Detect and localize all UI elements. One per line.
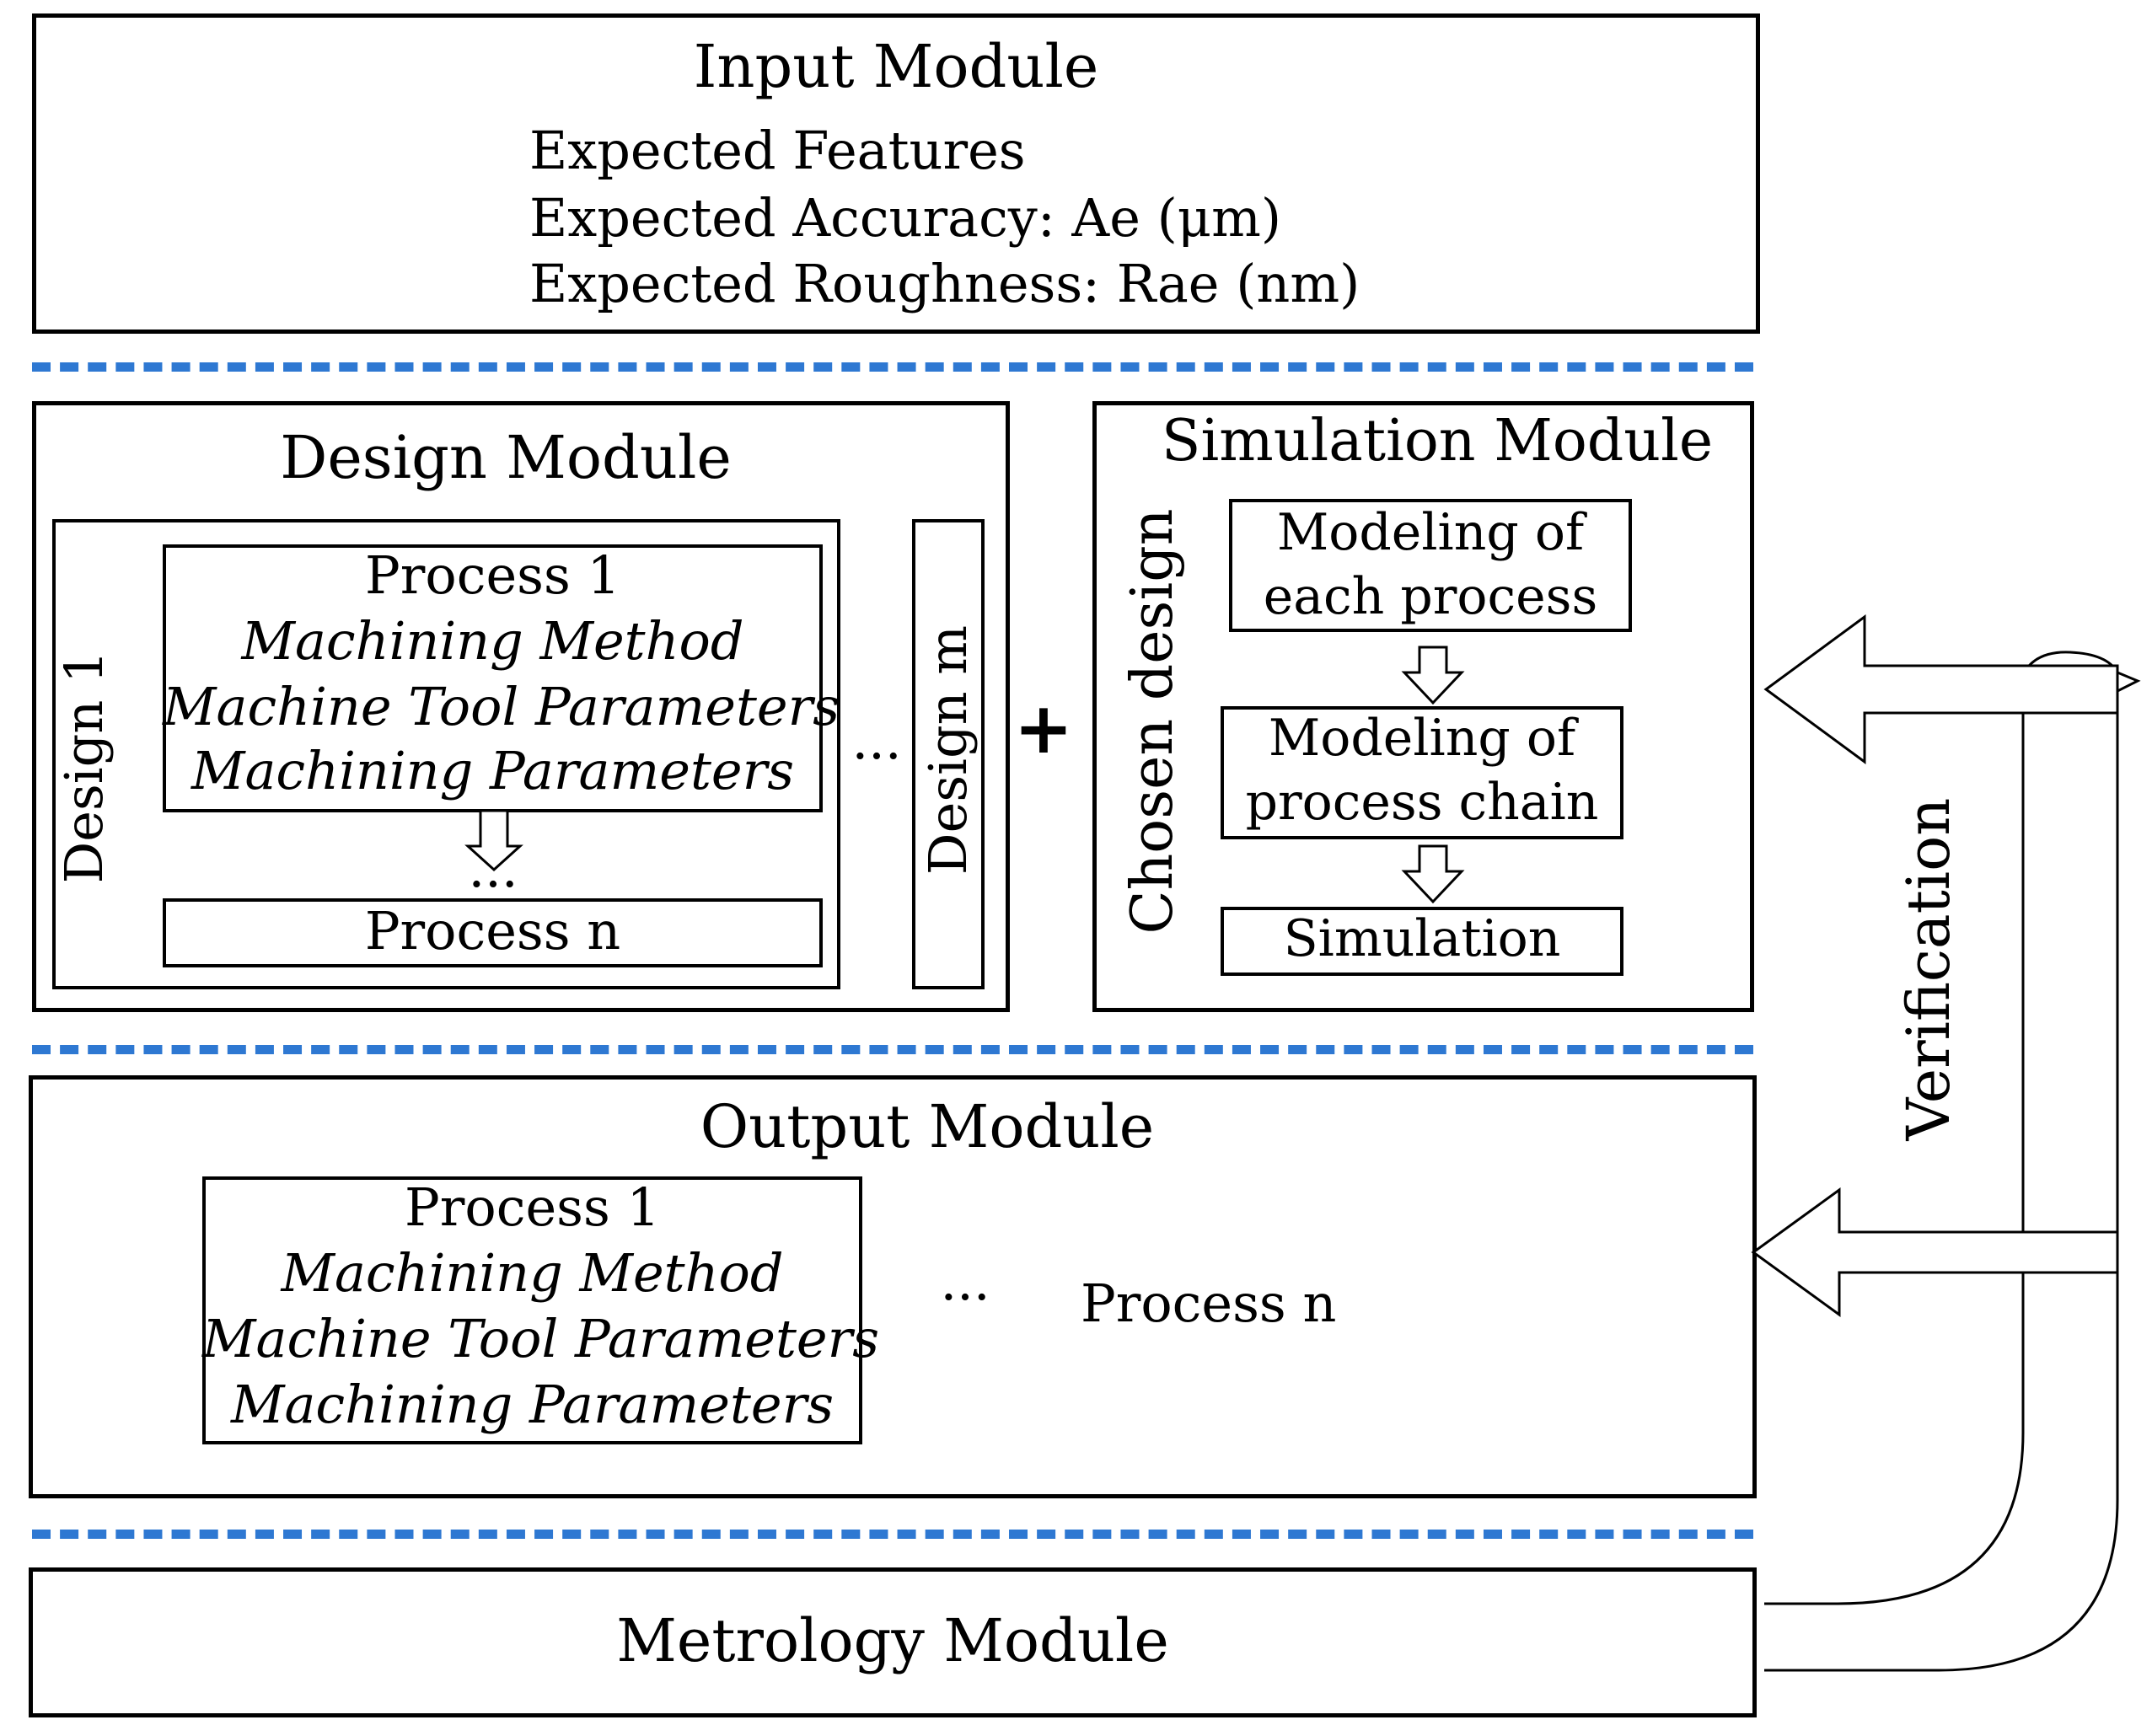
expected-roughness: Expected Roughness: Rae (nm) [529,253,1360,314]
modeling-each-process-box [1229,499,1632,632]
input-module-title: Input Module [693,32,1099,101]
output-ellipsis: ... [940,1251,990,1312]
expected-features: Expected Features [529,120,1026,181]
modeling-each-process-line1: Modeling of [1276,503,1585,562]
modeling-process-chain-line2: process chain [1245,773,1599,832]
machine-tool-parameters: Machine Tool Parameters [163,676,840,737]
output-module-title: Output Module [700,1092,1155,1161]
modeling-process-chain-box [1221,706,1623,839]
output-process-1-title: Process 1 [405,1176,660,1238]
separator-line [32,362,1753,372]
machining-method: Machining Method [241,610,744,672]
simulation-step-box [1221,907,1623,976]
down-arrow-icon [464,809,523,872]
input-module [32,13,1760,334]
separator-line [32,1530,1753,1539]
process-n-box [163,898,823,967]
modeling-process-chain-line1: Modeling of [1268,709,1576,768]
output-process-1-box [202,1176,862,1444]
design-module-title: Design Module [280,423,732,492]
metrology-module-title: Metrology Module [616,1606,1169,1675]
down-arrow-icon [1401,646,1465,705]
output-machine-tool-parameters: Machine Tool Parameters [202,1308,880,1369]
design-m-box [912,519,985,989]
metrology-module [29,1567,1757,1717]
separator-line [32,1045,1753,1054]
left-arrow-icon [1751,1187,2119,1317]
output-machining-parameters: Machining Parameters [230,1374,835,1435]
simulation-module-title: Simulation Module [1161,408,1714,474]
expected-accuracy: Expected Accuracy: Ae (μm) [529,187,1282,249]
process-n-label: Process n [364,900,621,962]
process-1-box [163,544,823,812]
verification-pipe [1764,691,2119,1672]
output-machining-method: Machining Method [281,1242,784,1304]
designs-ellipsis: ... [851,710,902,771]
output-process-n: Process n [1081,1273,1337,1334]
verification-label: Verification [1894,797,1963,1141]
simulation-step-label: Simulation [1283,909,1561,968]
left-arrow-icon [1763,614,2119,764]
machining-parameters: Machining Parameters [191,740,795,801]
modeling-each-process-line2: each process [1263,567,1598,626]
process-1-title: Process 1 [365,544,620,606]
plus-sign: + [1013,687,1074,769]
down-arrow-icon [1401,844,1465,904]
